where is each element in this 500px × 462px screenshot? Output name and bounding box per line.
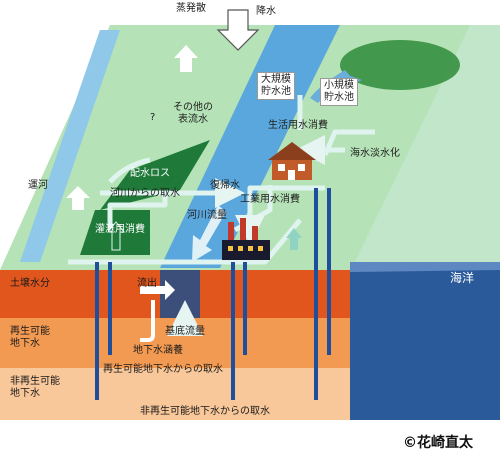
question-mark: ? [150, 112, 156, 123]
ocean-block [350, 262, 500, 420]
domestic-use-label: 生活用水消費 [268, 120, 328, 131]
river-flow-label: 河川流量 [187, 210, 227, 221]
distribution-flow [107, 193, 168, 230]
house-icon [268, 142, 316, 180]
small-reservoir-label: 小規模 貯水池 [320, 78, 358, 106]
baseflow-label: 基底流量 [165, 326, 205, 337]
renewable-gw-label: 再生可能 地下水 [10, 326, 50, 349]
canal-label: 運河 [28, 180, 48, 191]
outflow-arrow [140, 280, 175, 300]
renewable-gw-withdrawal-label: 再生可能地下水からの取水 [103, 364, 223, 375]
return-water-label: 復帰水 [210, 180, 240, 191]
industrial-flow [235, 185, 325, 245]
evaporation-arrow-2 [66, 186, 90, 210]
river-withdrawal-label: 河川からの取水 [110, 188, 180, 199]
canal [20, 30, 120, 262]
lake [340, 40, 460, 90]
other-surface-flow-label: その他の 表流水 [173, 102, 213, 125]
outflow-label: 流出 [137, 278, 157, 289]
industrial-up-arrow [286, 228, 302, 250]
desalination-label: 海水淡水化 [350, 148, 400, 159]
credit-text: ©花崎直太 [403, 435, 473, 451]
distribution-loss-label: 配水ロス [130, 168, 170, 179]
river-flow-arrow [192, 205, 226, 262]
soil-moisture-label: 土壌水分 [10, 278, 50, 289]
gw-recharge-label: 地下水涵養 [133, 345, 183, 356]
return-channel [68, 218, 302, 265]
factory-icon [222, 218, 270, 260]
evaporation-label: 蒸発散 [176, 3, 206, 14]
recharge-arrow [140, 300, 155, 342]
evaporation-arrow [174, 45, 198, 72]
large-reservoir-label: 大規模 貯水池 [257, 72, 295, 100]
irrigation-use-label: 灌漑用消費 [95, 224, 145, 235]
river [160, 25, 340, 268]
nonrenewable-gw-layer [0, 368, 350, 420]
domestic-flow [322, 129, 375, 156]
precipitation-label: 降水 [256, 6, 276, 17]
industrial-use-label: 工業用水消費 [240, 194, 300, 205]
other-surface-flow [108, 157, 151, 184]
precipitation-arrow [216, 9, 260, 51]
nonrenewable-gw-label: 非再生可能 地下水 [10, 376, 60, 399]
ocean-label: 海洋 [450, 271, 475, 285]
nonrenewable-gw-withdrawal-label: 非再生可能地下水からの取水 [140, 406, 270, 417]
